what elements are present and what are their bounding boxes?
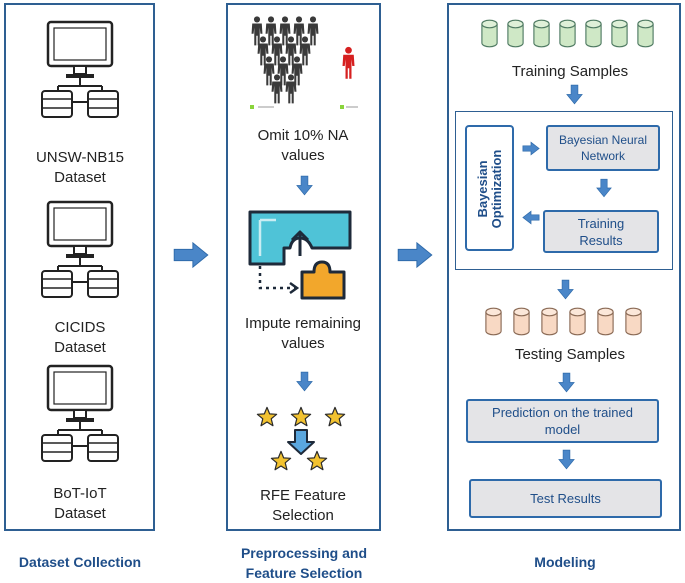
step-label-rfe: RFE Feature Selection bbox=[260, 487, 346, 524]
dataset-collection-title: Dataset Collection bbox=[18, 554, 142, 570]
modeling-panel bbox=[447, 3, 681, 531]
arrow-down-icon bbox=[558, 372, 575, 393]
modeling-title: Modeling bbox=[534, 554, 596, 570]
arrow-down-icon bbox=[566, 84, 583, 105]
preprocessing-title: Preprocessing and Feature Selection bbox=[240, 545, 368, 581]
arrow-down-icon bbox=[557, 279, 574, 300]
arrow-right-icon bbox=[396, 241, 434, 269]
arrow-right-icon bbox=[522, 141, 540, 156]
dataset-label-unsw: UNSW-NB15 Dataset bbox=[35, 149, 125, 186]
arrow-left-icon bbox=[522, 210, 540, 225]
bayesian-optimization-label: Bayesian Optimization bbox=[475, 149, 504, 229]
people-crowd-icon bbox=[250, 16, 358, 109]
prediction-box: Prediction on the trained model bbox=[466, 399, 659, 443]
computer-with-databases-icon bbox=[30, 200, 130, 300]
test-results-box: Test Results bbox=[469, 479, 662, 518]
step-label-impute: Impute remaining values bbox=[245, 315, 361, 352]
computer-with-databases-icon bbox=[30, 20, 130, 120]
stars-selection-icon bbox=[256, 406, 346, 471]
bayesian-optimization-box bbox=[465, 125, 514, 251]
step-label-omit: Omit 10% NA values bbox=[257, 127, 349, 164]
training-samples-label: Training Samples bbox=[511, 63, 629, 80]
training-results-box: Training Results bbox=[543, 210, 659, 253]
training-samples-icon bbox=[481, 19, 654, 48]
arrow-right-icon bbox=[172, 241, 210, 269]
dataset-label-bot-iot: BoT-IoT Dataset bbox=[53, 485, 107, 522]
arrow-down-icon bbox=[296, 371, 313, 392]
testing-samples-label: Testing Samples bbox=[514, 346, 626, 363]
bayesian-optimization-loop bbox=[455, 111, 673, 270]
arrow-down-icon bbox=[558, 449, 575, 470]
testing-samples-icon bbox=[485, 307, 642, 336]
bayesian-neural-network-box: Bayesian Neural Network bbox=[546, 125, 660, 171]
puzzle-piece-icon bbox=[248, 210, 352, 300]
computer-with-databases-icon bbox=[30, 364, 130, 464]
arrow-down-icon bbox=[596, 178, 612, 198]
dataset-label-cicids: CICIDS Dataset bbox=[54, 319, 106, 356]
arrow-down-icon bbox=[296, 175, 313, 196]
